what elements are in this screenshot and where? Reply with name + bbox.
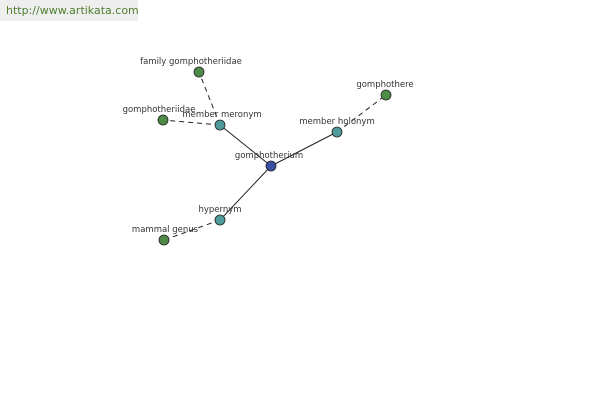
edge-holonym-gomphothere [336, 94, 387, 133]
edge-center-member-holonym [270, 131, 338, 167]
node-gomphotherium[interactable] [265, 160, 277, 172]
edge-meronym-gomphotheriidae [162, 119, 221, 126]
label-gomphotherium: gomphotherium [235, 151, 303, 161]
node-member-meronym[interactable] [214, 119, 226, 131]
edge-hypernym-mammal-genus [163, 219, 221, 241]
label-member-meronym: member meronym [182, 110, 261, 120]
node-family-gomphotheriidae[interactable] [193, 66, 205, 78]
label-gomphotheriidae: gomphotheriidae [123, 105, 196, 115]
node-hypernym[interactable] [214, 214, 226, 226]
url-banner: http://www.artikata.com [0, 0, 139, 21]
edge-center-hypernym [219, 165, 272, 221]
label-member-holonym: member holonym [299, 117, 374, 127]
label-hypernym: hypernym [198, 205, 241, 215]
node-gomphothere[interactable] [380, 89, 392, 101]
site-url-link[interactable]: http://www.artikata.com [6, 4, 139, 17]
edge-center-member-meronym [219, 124, 272, 167]
node-gomphotheriidae[interactable] [157, 114, 169, 126]
label-family-gomphotheriidae: family gomphotheriidae [140, 57, 242, 67]
node-member-holonym[interactable] [331, 126, 343, 138]
label-gomphothere: gomphothere [356, 80, 413, 90]
edge-meronym-family-gomphotheriidae [198, 71, 221, 126]
label-mammal-genus: mammal genus [132, 225, 199, 235]
node-mammal-genus[interactable] [158, 234, 170, 246]
